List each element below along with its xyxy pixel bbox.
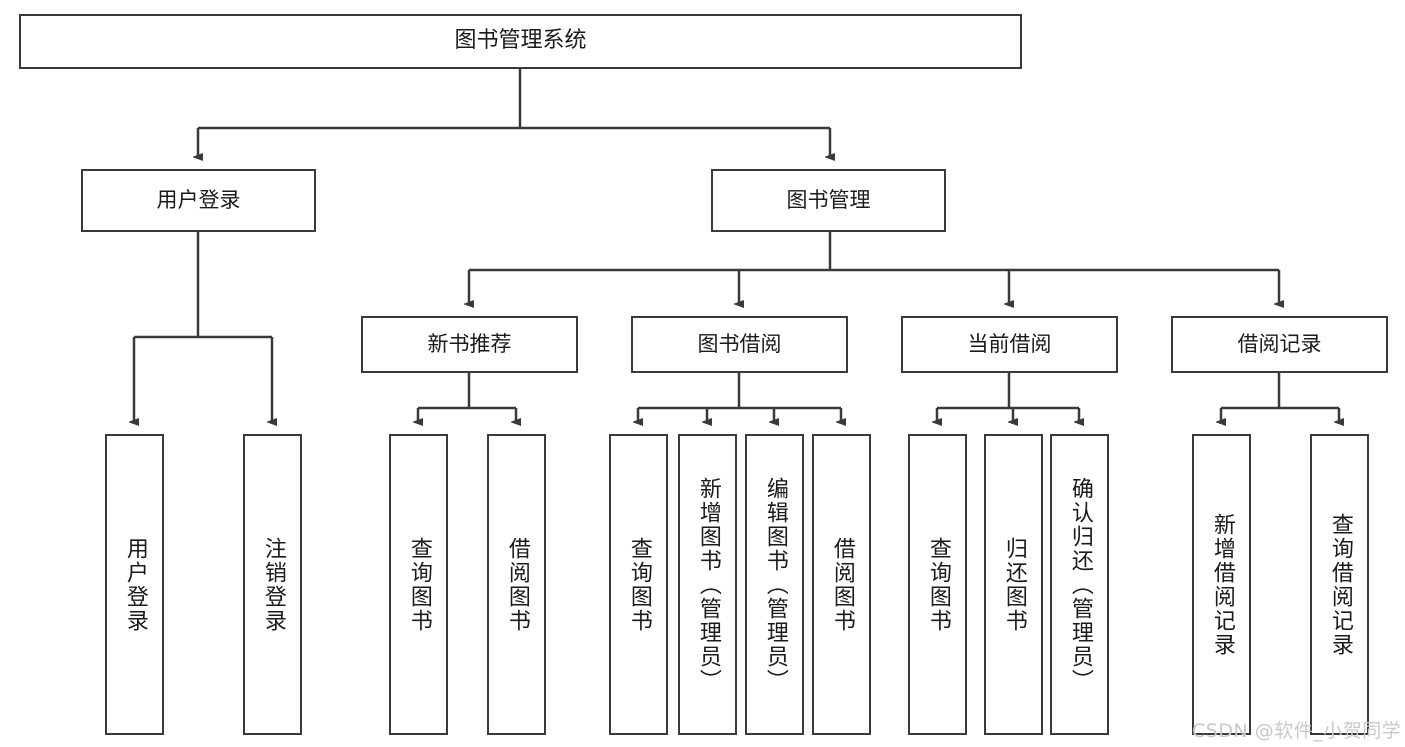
- node-borrow-record-label: 借阅记录: [1237, 331, 1322, 356]
- node-current-borrow[interactable]: 当前借阅: [901, 316, 1118, 373]
- node-leaf-user-login-label: 用户登录: [122, 536, 148, 633]
- node-leaf-query-book-3-label: 查询图书: [925, 536, 951, 633]
- node-root[interactable]: 图书管理系统: [19, 14, 1022, 69]
- node-leaf-query-book-3[interactable]: 查询图书: [908, 434, 967, 735]
- node-leaf-logout-label: 注销登录: [260, 536, 286, 633]
- node-leaf-confirm-return[interactable]: 确认归还（管理员）: [1050, 434, 1109, 735]
- node-borrow-record[interactable]: 借阅记录: [1171, 316, 1388, 373]
- node-user-login[interactable]: 用户登录: [81, 169, 316, 232]
- node-leaf-query-book-1[interactable]: 查询图书: [389, 434, 448, 735]
- node-book-borrow[interactable]: 图书借阅: [631, 316, 848, 373]
- node-current-borrow-label: 当前借阅: [967, 331, 1052, 356]
- node-leaf-return-book[interactable]: 归还图书: [984, 434, 1043, 735]
- node-leaf-user-login[interactable]: 用户登录: [105, 434, 164, 735]
- node-leaf-return-book-label: 归还图书: [1001, 536, 1027, 633]
- node-user-login-label: 用户登录: [156, 187, 241, 212]
- node-leaf-query-book-1-label: 查询图书: [406, 536, 432, 633]
- node-leaf-logout[interactable]: 注销登录: [243, 434, 302, 735]
- node-leaf-add-book[interactable]: 新增图书（管理员）: [678, 434, 737, 735]
- node-leaf-borrow-book-1[interactable]: 借阅图书: [487, 434, 546, 735]
- node-leaf-add-book-label: 新增图书（管理员）: [695, 476, 721, 693]
- node-leaf-borrow-book-2[interactable]: 借阅图书: [812, 434, 871, 735]
- node-leaf-add-record-label: 新增借阅记录: [1209, 512, 1235, 657]
- node-book-manage[interactable]: 图书管理: [711, 169, 946, 232]
- node-leaf-add-record[interactable]: 新增借阅记录: [1192, 434, 1251, 735]
- node-leaf-borrow-book-2-label: 借阅图书: [829, 536, 855, 633]
- csdn-watermark: CSDN @软件_小贺同学: [1192, 720, 1402, 742]
- node-leaf-edit-book-label: 编辑图书（管理员）: [762, 476, 788, 693]
- node-book-manage-label: 图书管理: [786, 187, 871, 212]
- node-leaf-query-book-2[interactable]: 查询图书: [609, 434, 668, 735]
- node-leaf-confirm-return-label: 确认归还（管理员）: [1067, 476, 1093, 693]
- node-root-label: 图书管理系统: [454, 28, 587, 54]
- node-book-borrow-label: 图书借阅: [697, 331, 782, 356]
- node-leaf-query-record-label: 查询借阅记录: [1327, 512, 1353, 657]
- node-leaf-query-record[interactable]: 查询借阅记录: [1310, 434, 1369, 735]
- node-leaf-edit-book[interactable]: 编辑图书（管理员）: [745, 434, 804, 735]
- node-leaf-borrow-book-1-label: 借阅图书: [504, 536, 530, 633]
- node-new-book-recommend-label: 新书推荐: [427, 331, 512, 356]
- node-new-book-recommend[interactable]: 新书推荐: [361, 316, 578, 373]
- node-leaf-query-book-2-label: 查询图书: [626, 536, 652, 633]
